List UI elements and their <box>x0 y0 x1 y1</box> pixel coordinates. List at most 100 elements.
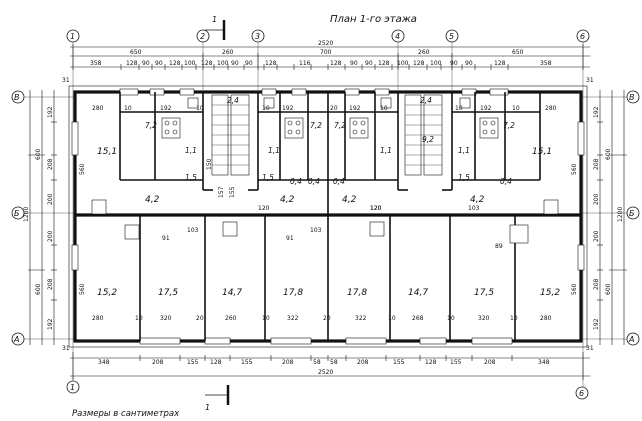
inner-dim-31: 10 <box>135 315 143 322</box>
bottom-dim-10: 155 <box>393 359 405 366</box>
top-dim-2-6: 100 <box>184 60 196 67</box>
room-area-15: 1,1 <box>380 146 392 155</box>
axis-markers-left: В Б А <box>11 90 25 346</box>
bottom-dim-12: 155 <box>450 359 462 366</box>
left-dim-inner-2: 208 <box>47 158 54 170</box>
inner-dim-17: 120 <box>258 205 270 212</box>
inner-dim-16: 150 <box>206 158 213 170</box>
top-dim-2-9: 90 <box>231 60 239 67</box>
inner-dim-5: 10 <box>262 105 270 112</box>
room-area-16: 9,2 <box>422 135 434 144</box>
left-dimension-lines <box>28 90 57 345</box>
inner-dim-33: 20 <box>196 315 204 322</box>
inner-dim-43: 10 <box>510 315 518 322</box>
room-area-23: 2,4 <box>227 96 239 105</box>
inner-dim-35: 10 <box>262 315 270 322</box>
top-dim-2-7: 128 <box>201 60 213 67</box>
room-area-11: 7,2 <box>334 121 346 130</box>
right-dim-inner-5: 208 <box>593 278 600 290</box>
axis-top-2: 2 <box>200 32 205 41</box>
room-area-31: 17,5 <box>474 288 494 298</box>
inner-dim-9: 10 <box>380 105 388 112</box>
right-dim-outer-1: 600 <box>605 148 612 160</box>
inner-dim-22: 103 <box>187 227 199 234</box>
inner-dim-46: 31 <box>586 77 594 84</box>
axis-left-v: В <box>14 93 20 102</box>
bottom-dim-5: 155 <box>241 359 253 366</box>
bottom-dimension-lines <box>70 352 590 380</box>
units-note: Размеры в сантиметрах <box>72 409 180 419</box>
room-area-18: 1,1 <box>458 146 470 155</box>
inner-dim-13: 280 <box>545 105 557 112</box>
room-area-21: 15,1 <box>532 147 552 157</box>
inner-dim-6: 192 <box>282 105 294 112</box>
inner-dim-8: 192 <box>349 105 361 112</box>
inner-dim-29: 560 <box>571 283 578 295</box>
room-area-24: 2,4 <box>420 96 432 105</box>
inner-dim-40: 268 <box>412 315 424 322</box>
inner-dim-48: 31 <box>586 345 594 352</box>
axis-markers-right: В Б А <box>626 90 640 346</box>
top-dim-2-3: 90 <box>142 60 150 67</box>
axis-top-3: 3 <box>255 32 260 41</box>
room-area-25: 15,2 <box>97 288 117 298</box>
inner-dim-47: 31 <box>62 345 70 352</box>
room-area-13: 0,4 <box>333 177 345 186</box>
bottom-dim-8: 58 <box>330 359 338 366</box>
left-dim-inner-6: 192 <box>47 318 54 330</box>
inner-dim-27: 89 <box>495 243 503 250</box>
room-area-1: 15,1 <box>97 147 117 157</box>
inner-dim-28: 560 <box>79 283 86 295</box>
inner-dim-12: 10 <box>512 105 520 112</box>
stair-right <box>404 94 443 176</box>
room-area-26: 17,5 <box>158 288 178 298</box>
inner-dim-25: 120 <box>370 205 382 212</box>
plan-title: План 1-го этажа <box>330 14 417 25</box>
right-dim-outer-2: 1200 <box>617 207 624 222</box>
top-dim-1-2: 260 <box>222 49 234 56</box>
left-dims-inner: 192 208 200 200 208 192 <box>47 106 54 330</box>
bottom-dim-13: 208 <box>484 359 496 366</box>
right-dim-inner-3: 200 <box>593 193 600 205</box>
inner-dim-21: 91 <box>162 235 170 242</box>
bottom-dim-2: 208 <box>152 359 164 366</box>
room-area-32: 15,2 <box>540 288 560 298</box>
room-area-5: 4,2 <box>145 195 160 205</box>
right-dim-outer-3: 600 <box>605 283 612 295</box>
top-dim-2-11: 128 <box>265 60 277 67</box>
bottom-dim-11: 128 <box>425 359 437 366</box>
bottom-dim-4: 128 <box>210 359 222 366</box>
inner-dim-41: 10 <box>447 315 455 322</box>
bottom-dim-total: 2520 <box>318 369 333 376</box>
axis-top-6: 6 <box>580 32 585 41</box>
inner-dim-14: 560 <box>79 163 86 175</box>
bottom-dim-6: 208 <box>282 359 294 366</box>
room-area-22: 0,4 <box>500 177 512 186</box>
inner-dim-3: 192 <box>160 105 172 112</box>
inner-dim-2: 10 <box>124 105 132 112</box>
axis-bottom-6: 6 <box>579 389 584 398</box>
right-dims-outer: 600 1200 600 <box>605 148 624 295</box>
bottom-dims-row: 348 208 155 128 155 208 58 58 208 155 12… <box>98 359 550 366</box>
top-dim-1-5: 650 <box>512 49 524 56</box>
top-dim-2-20: 90 <box>450 60 458 67</box>
room-areas: 15,1 7,2 1,1 1,5 4,2 7,2 1,1 1,5 0,4 4,2… <box>97 96 560 298</box>
room-area-2: 7,2 <box>145 121 157 130</box>
axis-right-v: В <box>629 93 635 102</box>
bottom-dim-7: 58 <box>313 359 321 366</box>
bottom-dim-9: 208 <box>357 359 369 366</box>
top-dim-2-16: 128 <box>378 60 390 67</box>
inner-dim-15: 560 <box>571 163 578 175</box>
bottom-dim-3: 155 <box>187 359 199 366</box>
room-area-10: 4,2 <box>280 195 295 205</box>
inner-dim-11: 192 <box>480 105 492 112</box>
axis-right-b: Б <box>629 209 635 218</box>
inner-dim-30: 280 <box>92 315 104 322</box>
left-dim-inner-3: 200 <box>47 193 54 205</box>
top-dims-row-2: 358 128 90 90 128 100 128 100 90 90 128 … <box>90 60 552 67</box>
left-dim-outer-2: 1200 <box>23 207 30 222</box>
left-dim-inner-1: 192 <box>47 106 54 118</box>
inner-dim-44: 280 <box>540 315 552 322</box>
top-dim-2-8: 100 <box>217 60 229 67</box>
left-dim-inner-5: 208 <box>47 278 54 290</box>
